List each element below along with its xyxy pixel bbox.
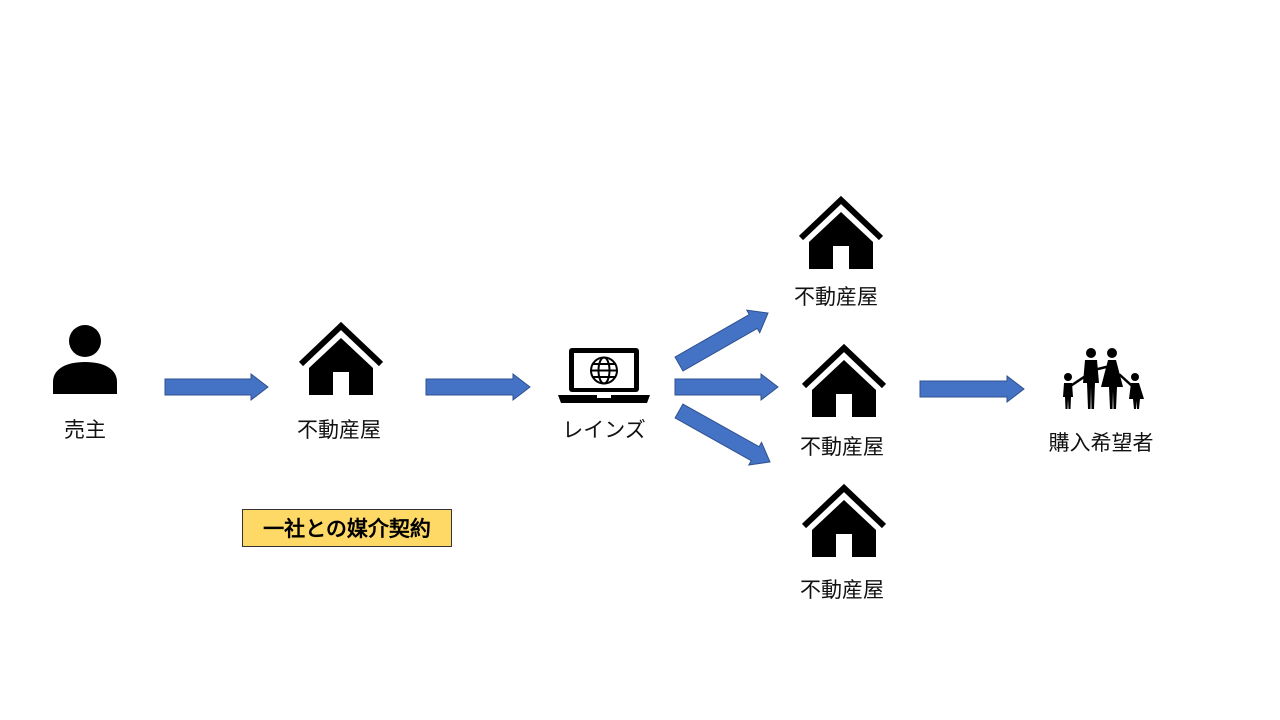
seller-label: 売主	[64, 418, 106, 442]
reins-label: レインズ	[562, 418, 646, 442]
house-icon	[298, 322, 384, 395]
house-icon	[798, 196, 884, 269]
person-icon	[53, 325, 117, 394]
contract-note: 一社との媒介契約	[242, 509, 452, 547]
arrow-reins-to-agent-top	[674, 309, 769, 372]
arrow-reins-to-agent-mid	[674, 372, 779, 402]
arrow-reins-to-agent-bottom	[674, 403, 771, 466]
agent-top-label: 不動産屋	[794, 285, 878, 309]
laptop-globe-icon	[558, 348, 650, 403]
arrow-agent-to-reins	[425, 372, 531, 402]
family-icon	[1063, 348, 1144, 409]
arrow-agents-to-buyers	[919, 374, 1025, 404]
agent-bottom-label: 不動産屋	[800, 578, 884, 602]
agent-main-label: 不動産屋	[297, 418, 381, 442]
house-icon	[801, 484, 887, 557]
agent-mid-label: 不動産屋	[800, 435, 884, 459]
house-icon	[801, 344, 887, 417]
buyers-label: 購入希望者	[1048, 431, 1154, 455]
arrow-seller-to-agent	[164, 372, 269, 402]
